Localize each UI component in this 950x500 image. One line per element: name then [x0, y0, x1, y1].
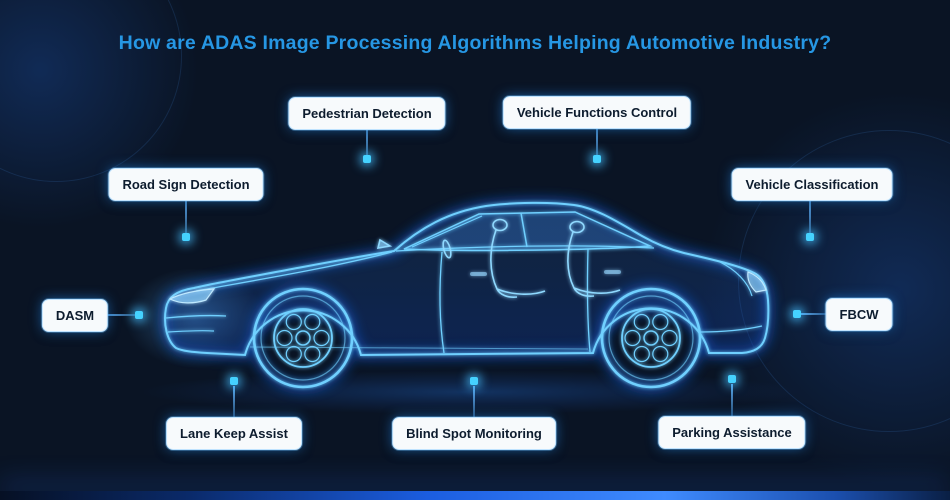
rear-seat — [567, 220, 621, 297]
connector-dot-vehicle-functions-control — [593, 155, 601, 163]
front-seat — [490, 218, 546, 298]
callout-pedestrian-detection: Pedestrian Detection — [288, 97, 446, 130]
steering-wheel — [442, 239, 452, 259]
connector-dot-lane-keep-assist — [230, 377, 238, 385]
connector-dot-pedestrian-detection — [363, 155, 371, 163]
beltline — [395, 245, 655, 252]
callout-dasm: DASM — [41, 299, 109, 332]
rear-door-seam — [586, 248, 591, 353]
callout-vehicle-classification: Vehicle Classification — [731, 168, 893, 201]
connector-dot-blind-spot-monitoring — [470, 377, 478, 385]
window-divider — [520, 212, 528, 248]
connector-line-dasm — [104, 314, 136, 316]
bottom-accent-bar — [0, 491, 950, 500]
rear-door-handle — [604, 270, 621, 274]
car-interior — [376, 218, 621, 298]
side-mirror — [376, 238, 393, 249]
connector-line-parking-assistance — [731, 384, 733, 416]
callout-road-sign-detection: Road Sign Detection — [108, 168, 264, 201]
front-bumper-line — [165, 314, 227, 319]
front-door-seam — [439, 251, 445, 354]
connector-line-pedestrian-detection — [366, 129, 368, 157]
page-title: How are ADAS Image Processing Algorithms… — [118, 32, 832, 54]
rear-wheel — [600, 287, 702, 389]
callout-parking-assistance: Parking Assistance — [658, 416, 806, 449]
callout-fbcw: FBCW — [825, 298, 893, 331]
front-intake-line — [167, 329, 215, 333]
car-body-fill — [165, 202, 769, 355]
connector-line-lane-keep-assist — [233, 386, 235, 417]
connector-dot-vehicle-classification — [806, 233, 814, 241]
connector-line-road-sign-detection — [185, 200, 187, 234]
car-wireframe — [164, 201, 770, 357]
connector-dot-dasm — [135, 311, 143, 319]
rocker-line — [249, 346, 589, 350]
callout-vehicle-functions-control: Vehicle Functions Control — [502, 96, 692, 129]
connector-line-vehicle-classification — [809, 200, 811, 234]
headlight — [168, 288, 216, 304]
front-glow — [125, 268, 265, 368]
front-door-handle — [470, 272, 487, 276]
car-halo — [161, 198, 773, 391]
a-pillar-line — [411, 215, 483, 248]
side-windows — [403, 211, 651, 252]
callout-blind-spot-monitoring: Blind Spot Monitoring — [392, 417, 556, 450]
connector-dot-parking-assistance — [728, 375, 736, 383]
car-lights — [168, 270, 767, 304]
callout-lane-keep-assist: Lane Keep Assist — [166, 417, 302, 450]
connector-line-blind-spot-monitoring — [473, 386, 475, 417]
connector-line-fbcw — [800, 313, 830, 315]
front-wheel — [252, 287, 354, 389]
hood-crease — [195, 251, 393, 292]
car-body-outline — [164, 201, 770, 357]
connector-dot-fbcw — [793, 310, 801, 318]
connector-dot-road-sign-detection — [182, 233, 190, 241]
connector-line-vehicle-functions-control — [596, 129, 598, 157]
